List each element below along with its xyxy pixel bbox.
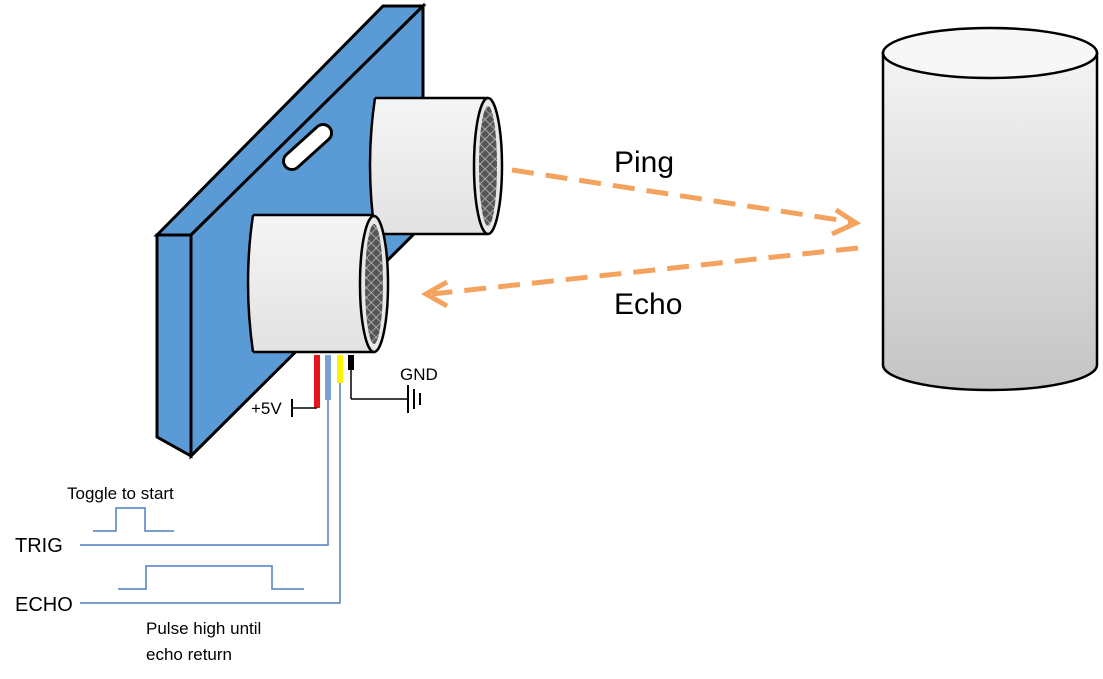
trig-pulse-waveform bbox=[93, 507, 174, 532]
echo-arrow bbox=[420, 245, 859, 309]
echo-line bbox=[80, 383, 341, 604]
vcc-label: +5V bbox=[251, 399, 282, 418]
ping-arrowhead bbox=[830, 207, 862, 237]
board-side-face bbox=[155, 233, 193, 459]
pulse-label-line1: Pulse high until bbox=[146, 619, 261, 638]
transducer-transmit bbox=[368, 96, 504, 236]
transducer-receive bbox=[246, 213, 390, 354]
cylinder-top bbox=[881, 26, 1099, 80]
ping-arrow bbox=[511, 167, 862, 237]
cylinder-body bbox=[881, 51, 1099, 392]
pulse-label-line2: echo return bbox=[146, 645, 232, 664]
wires bbox=[314, 355, 354, 408]
trig-label: TRIG bbox=[15, 535, 63, 557]
echo-arrowhead bbox=[420, 279, 449, 309]
echo-pulse-waveform bbox=[118, 565, 304, 590]
trig-line bbox=[80, 400, 329, 546]
echo-arrow-label: Echo bbox=[614, 288, 682, 321]
ping-label: Ping bbox=[614, 146, 674, 179]
vcc-connection: +5V bbox=[251, 399, 317, 418]
oscillator-slot bbox=[285, 126, 330, 168]
target-cylinder bbox=[881, 26, 1099, 392]
signal-lines bbox=[80, 383, 341, 604]
transmit-mesh bbox=[479, 106, 497, 226]
toggle-label: Toggle to start bbox=[67, 484, 174, 503]
ping-arrow-line bbox=[511, 167, 853, 225]
gnd-label: GND bbox=[400, 365, 438, 384]
echo-arrow-line bbox=[431, 245, 859, 297]
receive-mesh bbox=[365, 224, 383, 344]
gnd-connection: GND bbox=[350, 365, 438, 413]
echo-pin-label: ECHO bbox=[15, 594, 73, 616]
